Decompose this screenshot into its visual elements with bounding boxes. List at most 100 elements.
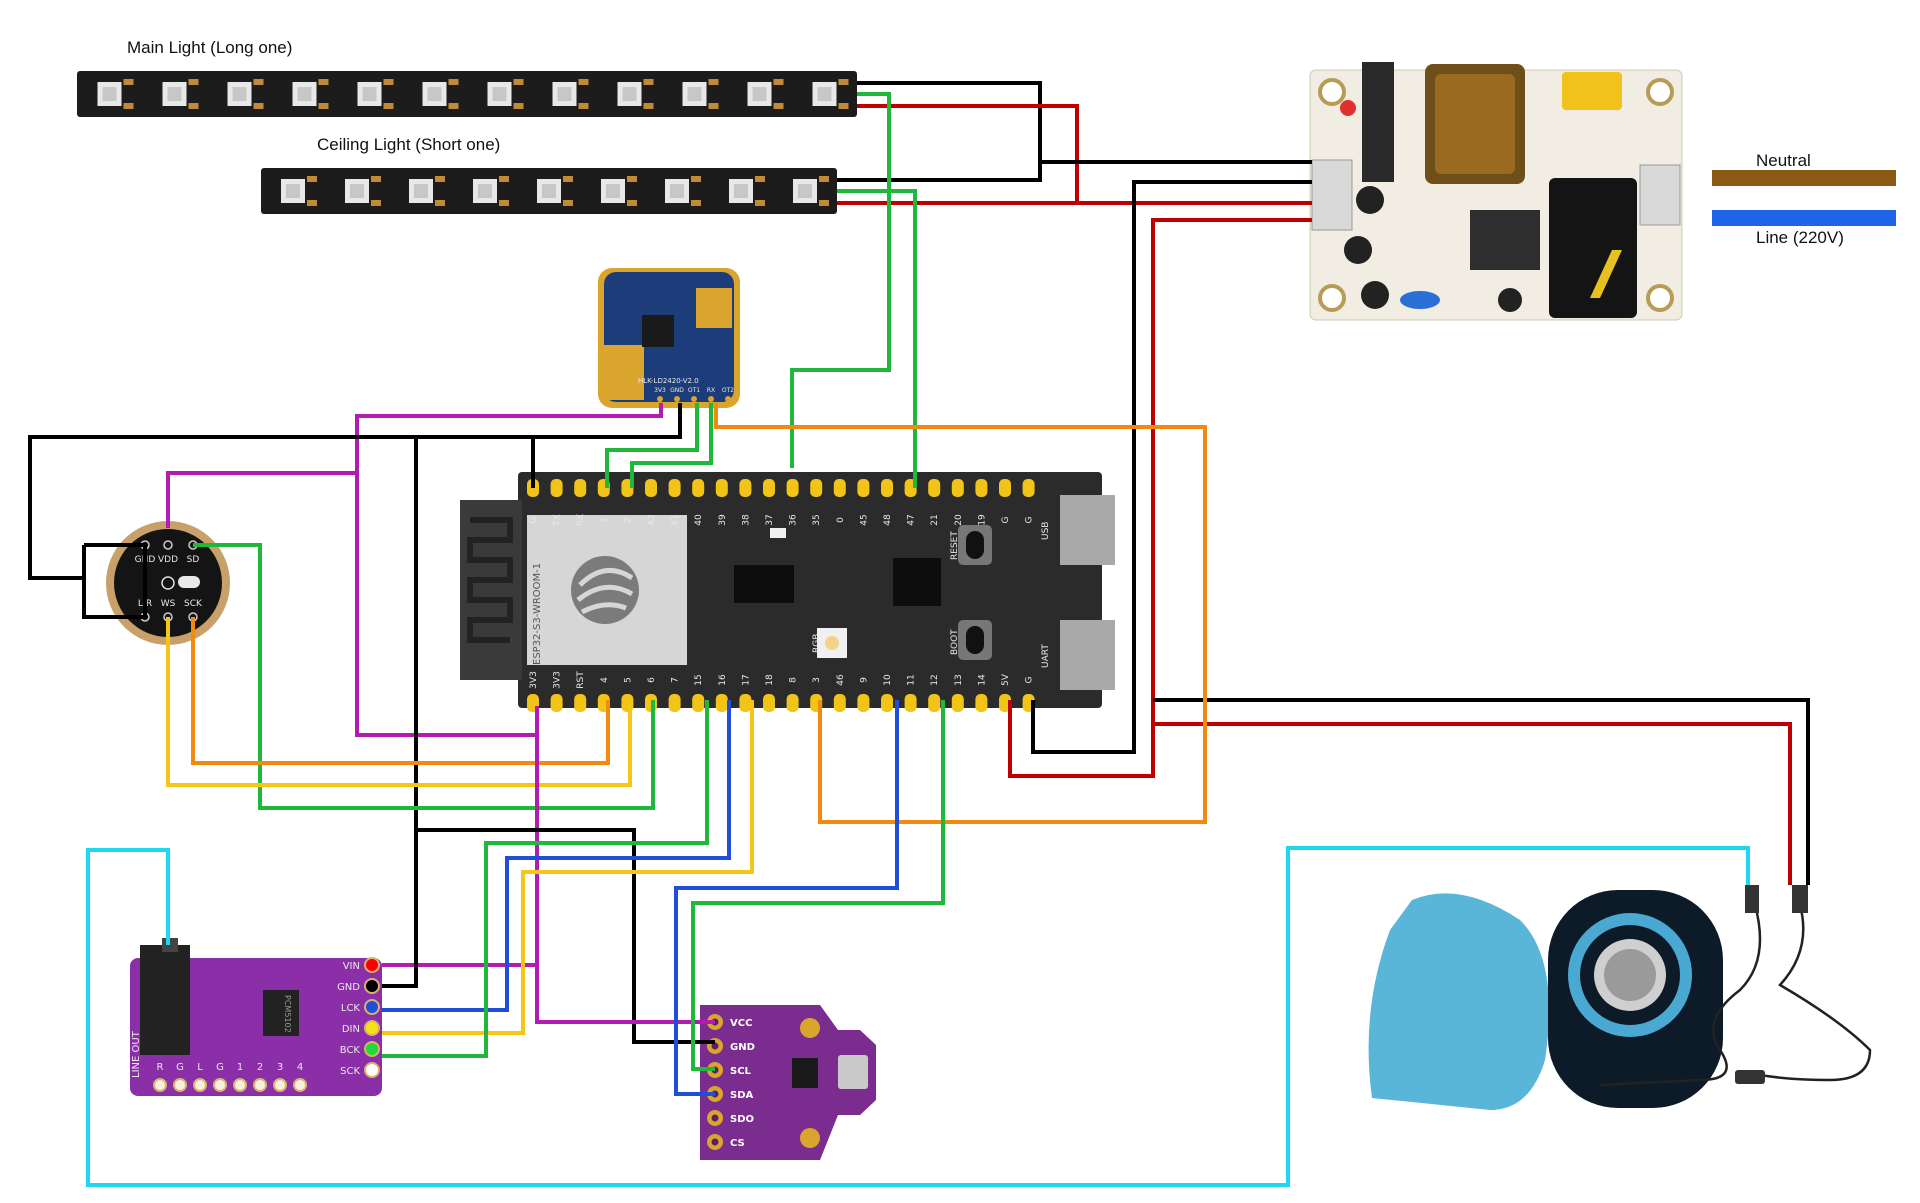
dac-pin-label: GND [337, 982, 360, 993]
dac-bottom-pin[interactable] [253, 1078, 267, 1092]
dac-bottom-pin[interactable] [213, 1078, 227, 1092]
dac-bottom-pin-label: L [197, 1062, 203, 1073]
esp32-top-pin[interactable] [550, 479, 563, 497]
dac-bottom-pin-label: 1 [237, 1062, 243, 1073]
wire-audio-line-out [86, 846, 1750, 1187]
esp32-bottom-pin-label: 15 [694, 674, 704, 685]
esp32-top-pin[interactable] [574, 479, 587, 497]
dac-bottom-pin[interactable] [293, 1078, 307, 1092]
wire-psu-gnd-speaker [1153, 698, 1810, 885]
dac-bottom-pin[interactable] [193, 1078, 207, 1092]
dac-pin[interactable] [364, 978, 380, 994]
wire-ceil-data [837, 189, 917, 488]
rgb-label: RGB [812, 634, 822, 653]
esp32-top-pin[interactable] [951, 479, 964, 497]
dac-bottom-pin-label: 3 [277, 1062, 283, 1073]
esp32-top-pin[interactable] [668, 479, 681, 497]
dac-pin-label: DIN [342, 1024, 360, 1035]
radar-pin-label: RX [707, 387, 715, 394]
radar-pin[interactable] [708, 396, 714, 402]
esp32-top-pin-label: 1 [600, 517, 610, 523]
esp32-bottom-pin-label: 3 [812, 677, 822, 683]
dac-bottom-pin-label: 4 [297, 1062, 303, 1073]
dac-bottom-pin[interactable] [273, 1078, 287, 1092]
esp32-bottom-pin[interactable] [739, 694, 752, 712]
radar-pin[interactable] [691, 396, 697, 402]
radar-pin-label: 3V3 [654, 387, 666, 394]
esp32-bottom-pin[interactable] [881, 694, 893, 712]
dac-bottom-pin-label: 2 [257, 1062, 263, 1073]
dac-chip-label: PCM5102 [283, 995, 292, 1033]
esp32-bottom-pin[interactable] [928, 694, 941, 712]
esp32-top-pin[interactable] [975, 479, 988, 497]
esp32-bottom-pin[interactable] [786, 694, 799, 712]
esp32-top-pin[interactable] [833, 479, 846, 497]
esp32-top-pin-label: 45 [859, 514, 869, 525]
esp32-top-pin-label: 35 [812, 514, 822, 525]
esp32-top-pin[interactable] [786, 479, 799, 497]
esp32-bottom-pin-label: 12 [930, 674, 940, 685]
mic-pin[interactable] [163, 540, 173, 550]
esp32-top-pin[interactable] [763, 479, 775, 497]
esp32-bottom-pin[interactable] [904, 694, 917, 712]
wire-gnd-vertical [382, 437, 418, 967]
dac-bottom-pin[interactable] [153, 1078, 167, 1092]
dac-pin-label: LCK [341, 1003, 361, 1014]
dac-pin[interactable] [364, 1020, 380, 1036]
esp32-top-pin-label: 47 [907, 514, 917, 525]
dac-pin[interactable] [364, 999, 380, 1015]
esp32-top-pin-label: 39 [718, 514, 728, 526]
bme-pin-label: SCL [730, 1066, 752, 1077]
esp32-bottom-pin-label: 17 [741, 674, 751, 685]
esp32-top-pin[interactable] [857, 479, 870, 497]
esp32-bottom-pin[interactable] [668, 694, 681, 712]
esp32-top-pin-label: 21 [930, 514, 940, 525]
radar-pin[interactable] [674, 396, 680, 402]
radar-model-label: HLK-LD2420-V2.0 [638, 377, 699, 385]
esp32-top-pin[interactable] [928, 479, 941, 497]
wire-main-gnd [837, 81, 1042, 182]
dac-pin[interactable] [364, 957, 380, 973]
esp32-bottom-pin[interactable] [550, 694, 563, 712]
esp32-top-pin[interactable] [1022, 479, 1035, 497]
esp32-bottom-pin-label: 14 [977, 674, 987, 686]
esp32-top-pin[interactable] [999, 479, 1011, 497]
wire-mic-sck [191, 617, 610, 765]
esp32-bottom-pin-label: G [1025, 676, 1035, 683]
esp32-bottom-pin-label: 4 [600, 677, 610, 683]
esp32-top-pin[interactable] [715, 479, 728, 497]
esp32-bottom-pin[interactable] [951, 694, 964, 712]
esp32-bottom-pin-label: 8 [789, 677, 799, 683]
dac-pin[interactable] [364, 1062, 380, 1078]
esp32-top-pin[interactable] [810, 479, 823, 497]
esp32-module-label: ESP32-S3-WROOM-1 [532, 563, 543, 665]
esp32-bottom-pin[interactable] [975, 694, 988, 712]
dac-pin[interactable] [364, 1041, 380, 1057]
esp32-bottom-pin-label: 5 [623, 677, 633, 683]
esp32-bottom-pin[interactable] [692, 694, 705, 712]
esp32-top-pin-label: 40 [694, 514, 704, 526]
bme-pin-label: CS [730, 1138, 745, 1149]
radar-pin[interactable] [725, 396, 731, 402]
wire-radar-ot2 [714, 403, 1207, 824]
radar-pin[interactable] [657, 396, 663, 402]
esp32-top-pin[interactable] [881, 479, 893, 497]
esp32-top-pin-label: 19 [977, 514, 987, 526]
dac-bottom-pin[interactable] [173, 1078, 187, 1092]
esp32-bottom-pin-label: RST [576, 671, 586, 689]
dac-bottom-pin[interactable] [233, 1078, 247, 1092]
esp32-bottom-pin[interactable] [574, 694, 587, 712]
esp32-bottom-pin-label: 18 [765, 674, 775, 686]
esp32-bottom-pin[interactable] [833, 694, 846, 712]
esp32-bottom-pin-label: 5V [1001, 673, 1011, 686]
esp32-bottom-pin[interactable] [763, 694, 775, 712]
esp32-top-pin[interactable] [692, 479, 705, 497]
esp32-bottom-pin-label: 7 [671, 677, 681, 683]
esp32-bottom-pin-label: 9 [859, 677, 869, 683]
esp32-bottom-pin[interactable] [715, 694, 728, 712]
esp32-s3-board: ESP32-S3-WROOM-1 RESET BOOT USB UART RGB… [460, 472, 1115, 712]
esp32-bottom-pin[interactable] [857, 694, 870, 712]
esp32-top-pin[interactable] [645, 479, 657, 497]
wire-radar-ot1 [605, 403, 699, 488]
esp32-top-pin[interactable] [739, 479, 752, 497]
